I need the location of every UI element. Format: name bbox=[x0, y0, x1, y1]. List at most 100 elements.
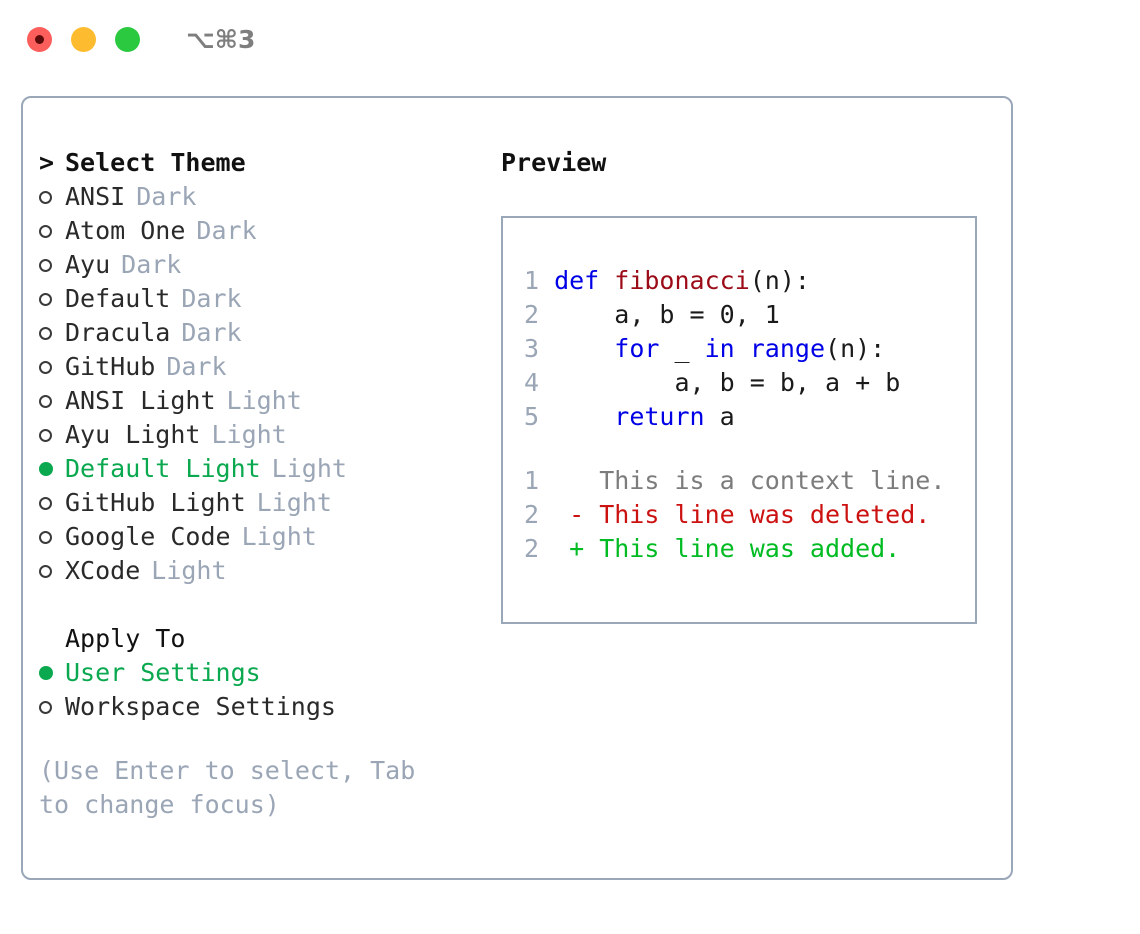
theme-mode-tag: Light bbox=[271, 454, 347, 483]
radio-dot bbox=[39, 292, 52, 306]
code-line: 3 for _ in range(n): bbox=[515, 332, 971, 366]
code-token: (n): bbox=[749, 266, 810, 295]
diff-line: 2 - This line was deleted. bbox=[515, 498, 971, 532]
code-line: 4 a, b = b, a + b bbox=[515, 366, 971, 400]
radio-unselected-icon[interactable] bbox=[39, 700, 65, 714]
theme-name: Ayu Light bbox=[65, 420, 201, 449]
theme-list-item[interactable]: ANSI Light Light bbox=[39, 384, 489, 418]
theme-list-item[interactable]: Atom One Dark bbox=[39, 214, 489, 248]
code-token: a bbox=[704, 402, 735, 431]
window-controls bbox=[27, 26, 140, 52]
preview-column: Preview 1 def fibonacci(n):2 a, b = 0, 1… bbox=[501, 146, 1001, 624]
radio-dot bbox=[39, 530, 52, 544]
theme-list-item[interactable]: XCode Light bbox=[39, 554, 489, 588]
code-token: _ bbox=[659, 334, 705, 363]
window-title: ⌥⌘3 bbox=[186, 24, 256, 54]
line-number: 3 bbox=[523, 334, 539, 363]
theme-mode-tag: Dark bbox=[196, 216, 257, 245]
radio-unselected-icon[interactable] bbox=[39, 292, 65, 306]
theme-mode-tag: Dark bbox=[181, 284, 242, 313]
radio-unselected-icon[interactable] bbox=[39, 496, 65, 510]
keyboard-hint: (Use Enter to select, Tab to change focu… bbox=[39, 756, 416, 819]
radio-dot bbox=[39, 326, 52, 340]
theme-list-item[interactable]: Ayu Light Light bbox=[39, 418, 489, 452]
radio-selected-icon[interactable] bbox=[39, 462, 65, 476]
code-token: (n): bbox=[825, 334, 886, 363]
diff-line: 2 + This line was added. bbox=[515, 532, 971, 566]
radio-dot bbox=[39, 360, 52, 374]
apply-to-label: User Settings bbox=[65, 658, 261, 687]
preview-heading: Preview bbox=[501, 148, 607, 177]
code-token: for bbox=[614, 334, 660, 363]
close-button[interactable] bbox=[27, 26, 52, 52]
radio-dot bbox=[39, 700, 52, 714]
theme-name: Atom One bbox=[65, 216, 186, 245]
radio-unselected-icon[interactable] bbox=[39, 428, 65, 442]
code-line: 2 a, b = 0, 1 bbox=[515, 298, 971, 332]
line-number: 5 bbox=[523, 402, 539, 431]
code-token: return bbox=[614, 402, 705, 431]
theme-list-item[interactable]: ANSI Dark bbox=[39, 180, 489, 214]
line-number: 2 bbox=[523, 300, 539, 329]
theme-list-item[interactable]: Dracula Dark bbox=[39, 316, 489, 350]
theme-mode-tag: Dark bbox=[181, 318, 242, 347]
diff-line: 1 This is a context line. bbox=[515, 464, 971, 498]
caret-icon: > bbox=[39, 148, 55, 177]
apply-to-heading: Apply To bbox=[65, 624, 186, 653]
radio-selected-icon[interactable] bbox=[39, 666, 65, 680]
theme-mode-tag: Dark bbox=[136, 182, 197, 211]
radio-dot bbox=[39, 666, 53, 680]
code-token: def bbox=[554, 266, 615, 295]
radio-unselected-icon[interactable] bbox=[39, 394, 65, 408]
radio-dot bbox=[39, 224, 52, 238]
radio-dot bbox=[39, 428, 52, 442]
radio-unselected-icon[interactable] bbox=[39, 258, 65, 272]
radio-dot bbox=[39, 258, 52, 272]
radio-unselected-icon[interactable] bbox=[39, 326, 65, 340]
theme-name: Default bbox=[65, 284, 171, 313]
apply-to-item[interactable]: Workspace Settings bbox=[39, 690, 489, 724]
line-number: 4 bbox=[523, 368, 539, 397]
apply-to-item[interactable]: User Settings bbox=[39, 656, 489, 690]
theme-name: Dracula bbox=[65, 318, 171, 347]
list-spacer bbox=[39, 588, 489, 622]
code-token: fibonacci bbox=[614, 266, 750, 295]
radio-unselected-icon[interactable] bbox=[39, 224, 65, 238]
theme-list-item[interactable]: Default Dark bbox=[39, 282, 489, 316]
code-token: in range bbox=[704, 334, 826, 363]
code-line: 5 return a bbox=[515, 400, 971, 434]
maximize-button[interactable] bbox=[115, 26, 140, 52]
theme-mode-tag: Dark bbox=[166, 352, 227, 381]
theme-name: GitHub bbox=[65, 352, 156, 381]
radio-unselected-icon[interactable] bbox=[39, 360, 65, 374]
theme-list-item[interactable]: GitHub Dark bbox=[39, 350, 489, 384]
theme-name: ANSI Light bbox=[65, 386, 216, 415]
theme-name: XCode bbox=[65, 556, 141, 585]
radio-dot bbox=[39, 564, 52, 578]
diff-text: - This line was deleted. bbox=[539, 500, 931, 529]
code-token bbox=[554, 402, 614, 431]
theme-mode-tag: Light bbox=[151, 556, 227, 585]
theme-name: ANSI bbox=[65, 182, 126, 211]
line-number: 1 bbox=[523, 266, 539, 295]
radio-unselected-icon[interactable] bbox=[39, 190, 65, 204]
theme-mode-tag: Dark bbox=[121, 250, 182, 279]
radio-unselected-icon[interactable] bbox=[39, 564, 65, 578]
code-line: 1 def fibonacci(n): bbox=[515, 264, 971, 298]
theme-mode-tag: Light bbox=[226, 386, 302, 415]
theme-mode-tag: Light bbox=[211, 420, 287, 449]
code-token bbox=[554, 334, 614, 363]
radio-unselected-icon[interactable] bbox=[39, 530, 65, 544]
line-number: 1 bbox=[523, 466, 539, 495]
minimize-button[interactable] bbox=[71, 26, 96, 52]
select-theme-label: Select Theme bbox=[65, 148, 246, 177]
select-theme-heading: > Select Theme bbox=[39, 146, 489, 180]
